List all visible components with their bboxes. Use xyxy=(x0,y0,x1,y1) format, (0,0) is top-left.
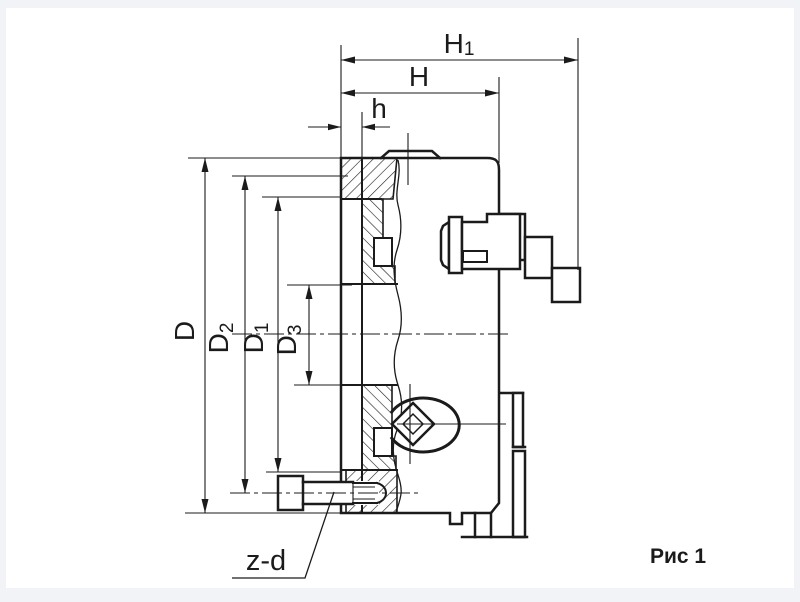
top-boss xyxy=(379,149,442,160)
dimension-D3: D3 xyxy=(271,284,352,386)
arrowhead-bottom xyxy=(241,479,249,493)
jaw-step-3 xyxy=(550,266,582,304)
guide-slot-upper xyxy=(373,237,393,267)
dim-label-D3: D3 xyxy=(271,325,306,356)
arrowhead-left xyxy=(341,56,355,64)
lower-jaw-lower-rect xyxy=(511,449,527,539)
hatch-top-block xyxy=(340,157,398,200)
leader-line xyxy=(232,491,335,579)
dimension-h: h xyxy=(308,93,390,158)
dim-label-H: H xyxy=(409,61,429,92)
pinion-ellipse xyxy=(389,396,461,454)
arrowhead-right xyxy=(362,123,375,131)
dim-label-D: D xyxy=(169,321,200,341)
callout-zd: z-d xyxy=(232,491,335,579)
arrowhead-bottom xyxy=(305,371,313,385)
arrowhead-top xyxy=(305,285,313,299)
arrowhead-right xyxy=(564,56,578,64)
socket-collar-inner xyxy=(447,215,464,275)
key-socket xyxy=(439,212,522,275)
dim-label-h: h xyxy=(371,93,387,124)
socket-tab xyxy=(462,250,488,263)
arrowhead-left xyxy=(341,89,355,97)
dim-label-D2: D2 xyxy=(203,323,238,354)
dim-label-H1: H1 xyxy=(444,28,475,60)
arrowhead-right xyxy=(485,89,499,97)
dimension-D: D xyxy=(169,157,341,514)
arrowhead-top xyxy=(201,158,209,172)
chuck-body xyxy=(339,133,501,526)
pinion xyxy=(389,384,506,464)
lower-jaw xyxy=(460,391,529,539)
arrowhead-bottom xyxy=(201,499,209,513)
jaw-step-2 xyxy=(523,235,554,280)
dimension-D1: D1 xyxy=(238,196,341,473)
guide-slot-lower xyxy=(373,427,393,457)
arrowhead-left xyxy=(328,123,341,131)
thread-hole-walls xyxy=(352,482,378,504)
lower-jaw-upper-rect xyxy=(511,391,525,449)
dimension-H: H xyxy=(341,61,500,163)
figure-caption: Рис 1 xyxy=(650,545,706,568)
arrowhead-bottom xyxy=(274,458,282,472)
dim-label-D1: D1 xyxy=(238,323,273,354)
bolt-shank xyxy=(301,480,355,506)
dimension-H1: H1 xyxy=(340,28,579,270)
arrowhead-top xyxy=(241,176,249,190)
arrowhead-top xyxy=(274,197,282,211)
break-line xyxy=(392,159,403,513)
callout-label-zd: z-d xyxy=(246,545,286,577)
dimension-D2: D2 xyxy=(203,175,348,493)
